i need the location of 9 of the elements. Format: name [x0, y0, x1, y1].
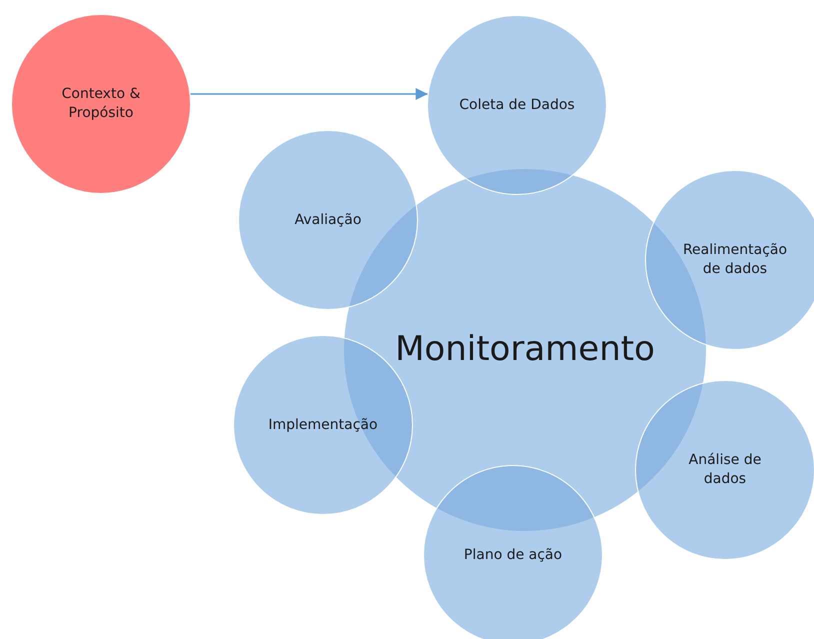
- node-label: Contexto & Propósito: [60, 85, 142, 123]
- node-label: Análise de dados: [688, 451, 762, 489]
- node-label: Coleta de Dados: [459, 96, 575, 114]
- node-label: Monitoramento: [395, 328, 655, 372]
- node-label: Avaliação: [294, 210, 362, 230]
- node-label: Implementação: [268, 416, 378, 434]
- node-label: Realimentação de dados: [682, 241, 788, 279]
- node-label: Plano de ação: [464, 546, 562, 564]
- arrow: [190, 88, 428, 100]
